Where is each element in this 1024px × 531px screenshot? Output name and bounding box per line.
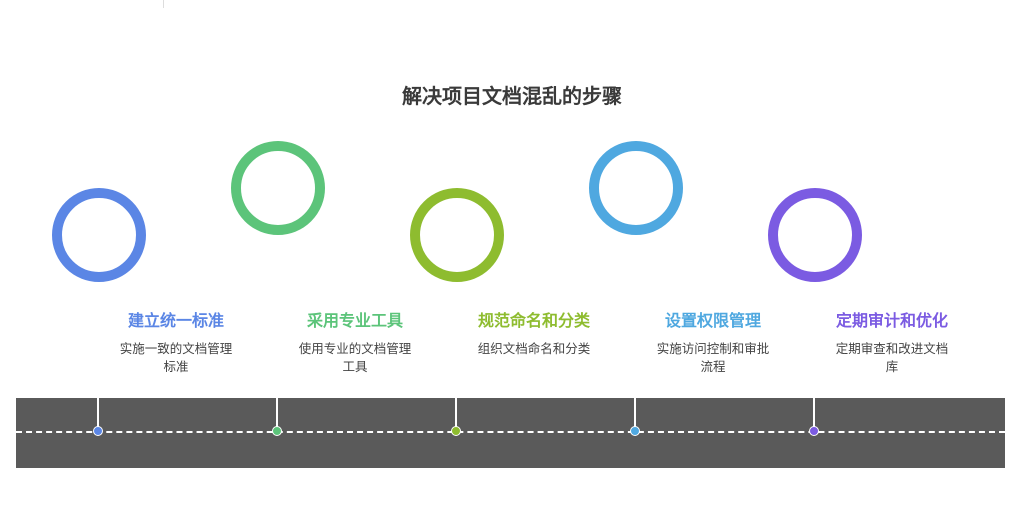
step-5-title: 定期审计和优化	[835, 311, 948, 330]
step-4-marker-dot	[630, 426, 640, 436]
step-4-marker-line	[634, 398, 636, 432]
step-3-desc-line1: 组织文档命名和分类	[477, 341, 591, 356]
step-5-desc-line2: 库	[885, 359, 899, 374]
step-2-ring	[231, 141, 325, 235]
step-4-ring	[589, 141, 683, 235]
step-1-desc-line2: 标准	[163, 359, 189, 374]
step-1-marker-dot	[93, 426, 103, 436]
step-1-description: 实施一致的文档管理 标准	[101, 340, 251, 376]
step-2-marker-line	[276, 398, 278, 432]
step-4-desc-line1: 实施访问控制和审批	[656, 341, 770, 356]
step-1-marker-line	[97, 398, 99, 432]
step-2-title: 采用专业工具	[306, 311, 403, 330]
step-3-title: 规范命名和分类	[477, 311, 590, 330]
step-2-description: 使用专业的文档管理 工具	[280, 340, 430, 376]
step-4-desc-line2: 流程	[700, 359, 726, 374]
step-2-desc-line2: 工具	[342, 359, 368, 374]
step-5-description: 定期审查和改进文档 库	[817, 340, 967, 376]
step-5-marker-line	[813, 398, 815, 432]
step-2-desc-line1: 使用专业的文档管理	[298, 341, 412, 356]
step-3-marker-dot	[451, 426, 461, 436]
step-5-marker-dot	[809, 426, 819, 436]
step-4-title: 设置权限管理	[664, 311, 761, 330]
step-1-desc-line1: 实施一致的文档管理	[119, 341, 233, 356]
step-5-desc-line1: 定期审查和改进文档	[835, 341, 949, 356]
step-2-marker-dot	[272, 426, 282, 436]
step-4-description: 实施访问控制和审批 流程	[638, 340, 788, 376]
diagram-title: 解决项目文档混乱的步骤	[402, 84, 622, 108]
step-1-title: 建立统一标准	[127, 311, 224, 330]
step-3-ring	[410, 188, 504, 282]
road-timeline	[16, 398, 1005, 468]
step-3-description: 组织文档命名和分类	[459, 340, 609, 358]
step-3-marker-line	[455, 398, 457, 432]
step-1-ring	[52, 188, 146, 282]
road-center-dashes	[16, 431, 1005, 433]
step-5-ring	[768, 188, 862, 282]
top-tick-mark	[163, 0, 164, 8]
